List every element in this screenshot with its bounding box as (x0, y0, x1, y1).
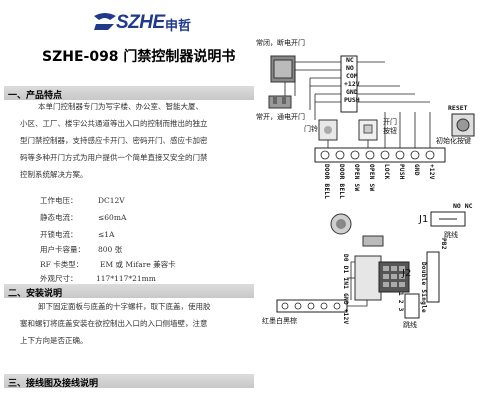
spec-unlock-current: 开锁电流：≤1A (40, 230, 115, 239)
lock-no-device (268, 95, 292, 109)
reset-key-icon (456, 118, 470, 132)
beeper-center (336, 219, 346, 229)
camera-connector-pins (281, 302, 341, 310)
section-bar-3 (4, 374, 254, 388)
jumper-j1-header: NO NC (453, 202, 473, 210)
terminal-screws (320, 150, 435, 160)
spec-card-capacity: 用户卡容量：800 张 (40, 245, 123, 254)
ir-sensor-box (354, 255, 382, 301)
term-push: PUSH (344, 96, 360, 104)
jumper-j2-caption: 跳线 (403, 321, 417, 329)
ir-pins-label: D0 D1 IN1 GND +12V (342, 254, 349, 325)
reset-key-caption: 初始化按键 (436, 137, 471, 145)
reset-key-label: RESET (448, 104, 468, 112)
term-open-sw-1: OPEN SW (353, 164, 360, 192)
section-heading-wiring: 三、接线图及接线说明 (8, 379, 99, 389)
camera-wires (347, 261, 368, 307)
term-gnd: GND (346, 88, 358, 96)
jumper-j2-mode-label: Double Single (420, 262, 427, 313)
term-nc: NC (346, 56, 354, 64)
spec-card-type: RF 卡类型：EM 或 Mifare 兼容卡 (40, 260, 176, 269)
jumper-j2-pins: 1 2 3 (397, 292, 404, 312)
terminal-lines-lock (284, 61, 341, 120)
term-12v-bottom: +12V (428, 164, 435, 180)
install-line-3: 上下方向是否正确。 (20, 336, 88, 345)
features-line-2: 小区、工厂、楼宇公共通道等出入口的控制而推出的独立 (20, 119, 208, 128)
pb2-connector (426, 251, 440, 303)
spec-static-current: 静态电流：≤60mA (40, 213, 127, 222)
doorbell-button-icon (324, 126, 332, 134)
install-line-1: 卸下固定面板与底盖的十字螺杆，取下底盖，使用胶 (38, 302, 211, 311)
term-push-bottom: PUSH (398, 164, 405, 180)
term-gnd-bottom: GND (413, 164, 420, 176)
document-title: SZHE-098 门禁控制器说明书 (42, 49, 236, 65)
terminal-block-lock (340, 55, 358, 113)
spec-voltage: 工作电压：DC12V (40, 196, 125, 205)
term-com: COM (346, 72, 358, 80)
term-12v: +12V (344, 80, 360, 88)
term-lock: LOCK (383, 164, 390, 180)
features-line-4: 码等多种开门方式为用户提供一个简单直接又安全的门禁 (20, 153, 208, 162)
lock-normally-open-label: 常开，通电开门 (256, 113, 305, 121)
brand-name-cn: 申哲 (165, 19, 192, 34)
exit-button-label: 开门 按钮 (383, 118, 397, 135)
jumper-j1-name: J1 (419, 214, 429, 225)
section-bar-2 (4, 284, 254, 298)
features-line-1: 本单门控制器专门为写字楼、办公室、智能大厦、 (38, 102, 203, 111)
terminal-wires-main (327, 61, 431, 148)
install-line-2: 塞和螺钉将底盖安装在欲控制出入口的入口侧墙壁，注意 (20, 319, 208, 328)
jumper-j2-name: J2 (402, 268, 412, 279)
camera-connector-label: 红墨白黑棕 (262, 317, 297, 325)
lock-no-pin-b (282, 96, 286, 104)
lock-no-pin-a (273, 96, 277, 104)
szhe-logo-mark (94, 13, 116, 30)
term-open-sw-2: OPEN SW (368, 164, 375, 192)
wiring-diagram (268, 55, 475, 319)
keypad-keys (383, 266, 405, 287)
lock-nc-inner (273, 59, 293, 79)
brand-name: SZHE (116, 12, 165, 33)
section-bar-1 (4, 86, 254, 100)
features-line-3: 型门禁控制器，支持感应卡开门、密码开门、感应卡加密 (20, 136, 208, 145)
lock-normally-closed-label: 常闭，断电开门 (256, 39, 305, 47)
jumper-j1-caption: 跳线 (444, 231, 458, 239)
terminal-block-main (314, 147, 446, 163)
term-no: NO (346, 64, 354, 72)
section-heading-features: 一、产品特点 (8, 91, 63, 101)
doorbell-label: 门铃 (304, 125, 318, 133)
connector-small (362, 235, 384, 247)
term-door-bell-1: DOOR BELL (323, 164, 330, 200)
jumper-j2[interactable] (404, 293, 420, 319)
exit-button-key-icon (363, 124, 373, 134)
spec-dimensions: 外观尺寸：117*117*21mm (40, 274, 156, 283)
term-door-bell-2: DOOR BELL (338, 164, 345, 200)
pb2-label: PB2 (440, 238, 447, 250)
features-line-5: 控制系统解决方案。 (20, 170, 88, 179)
section-heading-installation: 二、安装说明 (8, 289, 63, 299)
